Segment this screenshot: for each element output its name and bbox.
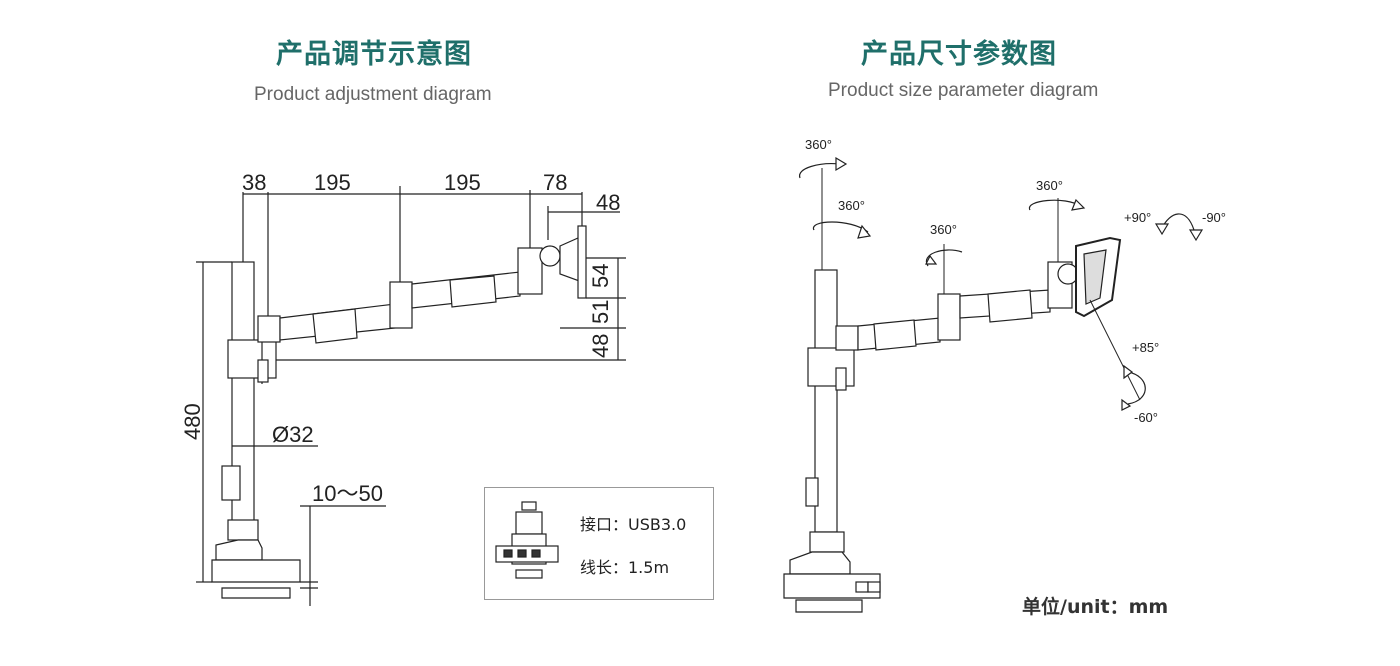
- size-diagram-title: 产品尺寸参数图: [861, 39, 1057, 70]
- right-parameter-drawing: [783, 156, 1204, 613]
- pole-collar: [227, 339, 277, 379]
- pitch-arrow-icon: [1127, 371, 1146, 405]
- angle-tilt-left: +90°: [1124, 210, 1151, 225]
- angle-pole-mid: 360°: [838, 198, 865, 213]
- angle-head-joint: 360°: [1036, 178, 1063, 193]
- angle-tilt-right: -90°: [1202, 210, 1226, 225]
- tilt-head: [539, 245, 561, 267]
- dim-195-b: 195: [444, 170, 481, 195]
- usb-port-spec: 接口：USB3.0: [580, 515, 687, 534]
- dim-54: 54: [588, 264, 613, 288]
- arm-joint-1: [257, 315, 281, 343]
- angle-pole-top: 360°: [805, 137, 832, 152]
- dim-51: 51: [588, 300, 613, 324]
- usb-info-box: 接口：USB3.0 线长：1.5m: [484, 487, 714, 600]
- dim-48-side: 48: [588, 334, 613, 358]
- unit-label: 单位/unit：mm: [1022, 596, 1169, 618]
- dim-78: 78: [543, 170, 567, 195]
- clamp-plate: [221, 587, 291, 599]
- angle-pitch-up: +85°: [1132, 340, 1159, 355]
- dim-38: 38: [242, 170, 266, 195]
- tilt-arrow-icon: [1161, 213, 1195, 231]
- dim-195-a: 195: [314, 170, 351, 195]
- size-diagram-subtitle: Product size parameter diagram: [828, 80, 1099, 101]
- dim-48-top: 48: [596, 190, 620, 215]
- angle-arm-joint: 360°: [930, 222, 957, 237]
- left-dimension-drawing: [196, 186, 626, 606]
- vesa-plate: [577, 225, 587, 299]
- dim-480: 480: [180, 403, 205, 440]
- angle-pitch-down: -60°: [1134, 410, 1158, 425]
- adjustment-diagram-subtitle: Product adjustment diagram: [254, 84, 492, 105]
- arm-joint-3: [517, 247, 543, 295]
- arm-joint-2: [389, 281, 413, 329]
- dim-diameter-32: Ø32: [272, 422, 314, 447]
- usb-hub-icon: [495, 501, 559, 579]
- dim-clamp-range: 10～50: [312, 481, 383, 506]
- rotate-arrow-icon: [799, 163, 841, 179]
- right-angle-labels: 360° 360° 360° 360° +90° -90° +85° -60°: [805, 137, 1226, 425]
- pole-clip: [221, 465, 241, 501]
- left-dimension-labels: 38 195 195 78 48 54 51 48 480 Ø32 10～50: [180, 170, 620, 506]
- clamp-base: [211, 559, 301, 583]
- cable-length-spec: 线长：1.5m: [580, 558, 670, 577]
- adjustment-diagram-title: 产品调节示意图: [276, 39, 472, 70]
